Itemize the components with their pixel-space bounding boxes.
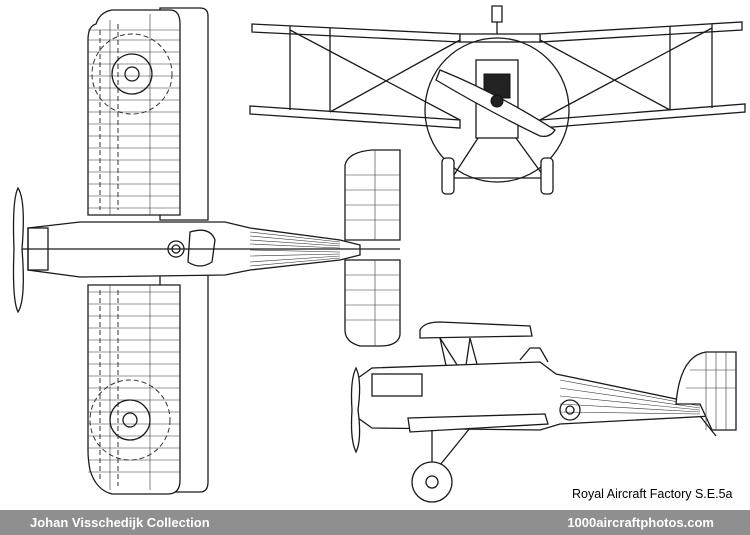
plan-propeller xyxy=(12,186,24,314)
side-rudder-ribs xyxy=(686,352,736,430)
side-view xyxy=(350,321,737,503)
plan-view xyxy=(12,7,401,495)
side-upper-wing xyxy=(419,321,533,339)
front-struts xyxy=(289,24,713,121)
plan-tailplane-bottom xyxy=(344,259,401,347)
front-lower-wing-right xyxy=(539,103,746,129)
side-engine xyxy=(371,373,423,397)
side-fuselage-stringers xyxy=(559,379,701,415)
three-view-drawing xyxy=(12,5,746,503)
drawing-caption: Royal Aircraft Factory S.E.5a xyxy=(572,487,733,501)
plan-spar-dashes xyxy=(99,24,119,210)
plan-spar-dashes-lower xyxy=(99,290,119,486)
front-undercarriage xyxy=(451,137,546,179)
footer-bar: Johan Visschedijk Collection 1000aircraf… xyxy=(0,510,750,535)
front-view xyxy=(249,5,746,195)
roundel-top xyxy=(91,33,173,115)
side-propeller xyxy=(350,366,361,454)
side-roundel xyxy=(559,399,581,421)
front-wheel-left xyxy=(441,157,455,195)
side-roundel-inner xyxy=(565,405,575,415)
front-lewis-gun xyxy=(491,5,503,34)
plan-upper-wing-top xyxy=(87,9,181,216)
roundel-bottom xyxy=(89,379,171,461)
plan-wing-ribs xyxy=(88,14,180,490)
front-spinner xyxy=(490,94,504,108)
plan-fuselage-stringers xyxy=(249,231,341,267)
front-wheel-right xyxy=(540,157,554,195)
side-tail-skid xyxy=(699,415,717,437)
plan-tail-ribs xyxy=(345,150,400,346)
front-lower-wing-left xyxy=(249,105,461,129)
side-wheel-hub xyxy=(425,475,439,489)
plan-wheel-hub-inner xyxy=(171,244,181,254)
front-prop-disc xyxy=(424,37,570,183)
side-lower-wing xyxy=(407,413,549,433)
footer-collection: Johan Visschedijk Collection xyxy=(30,515,210,530)
plan-tailplane-top xyxy=(344,149,401,241)
side-windscreen xyxy=(519,347,549,363)
footer-site-link[interactable]: 1000aircraftphotos.com xyxy=(567,515,714,530)
front-upper-wing-left xyxy=(251,23,461,43)
plan-wheel-hub xyxy=(167,240,185,258)
side-wheel xyxy=(411,461,453,503)
plan-cockpit xyxy=(187,229,216,267)
plan-upper-wing-bottom xyxy=(87,284,181,495)
